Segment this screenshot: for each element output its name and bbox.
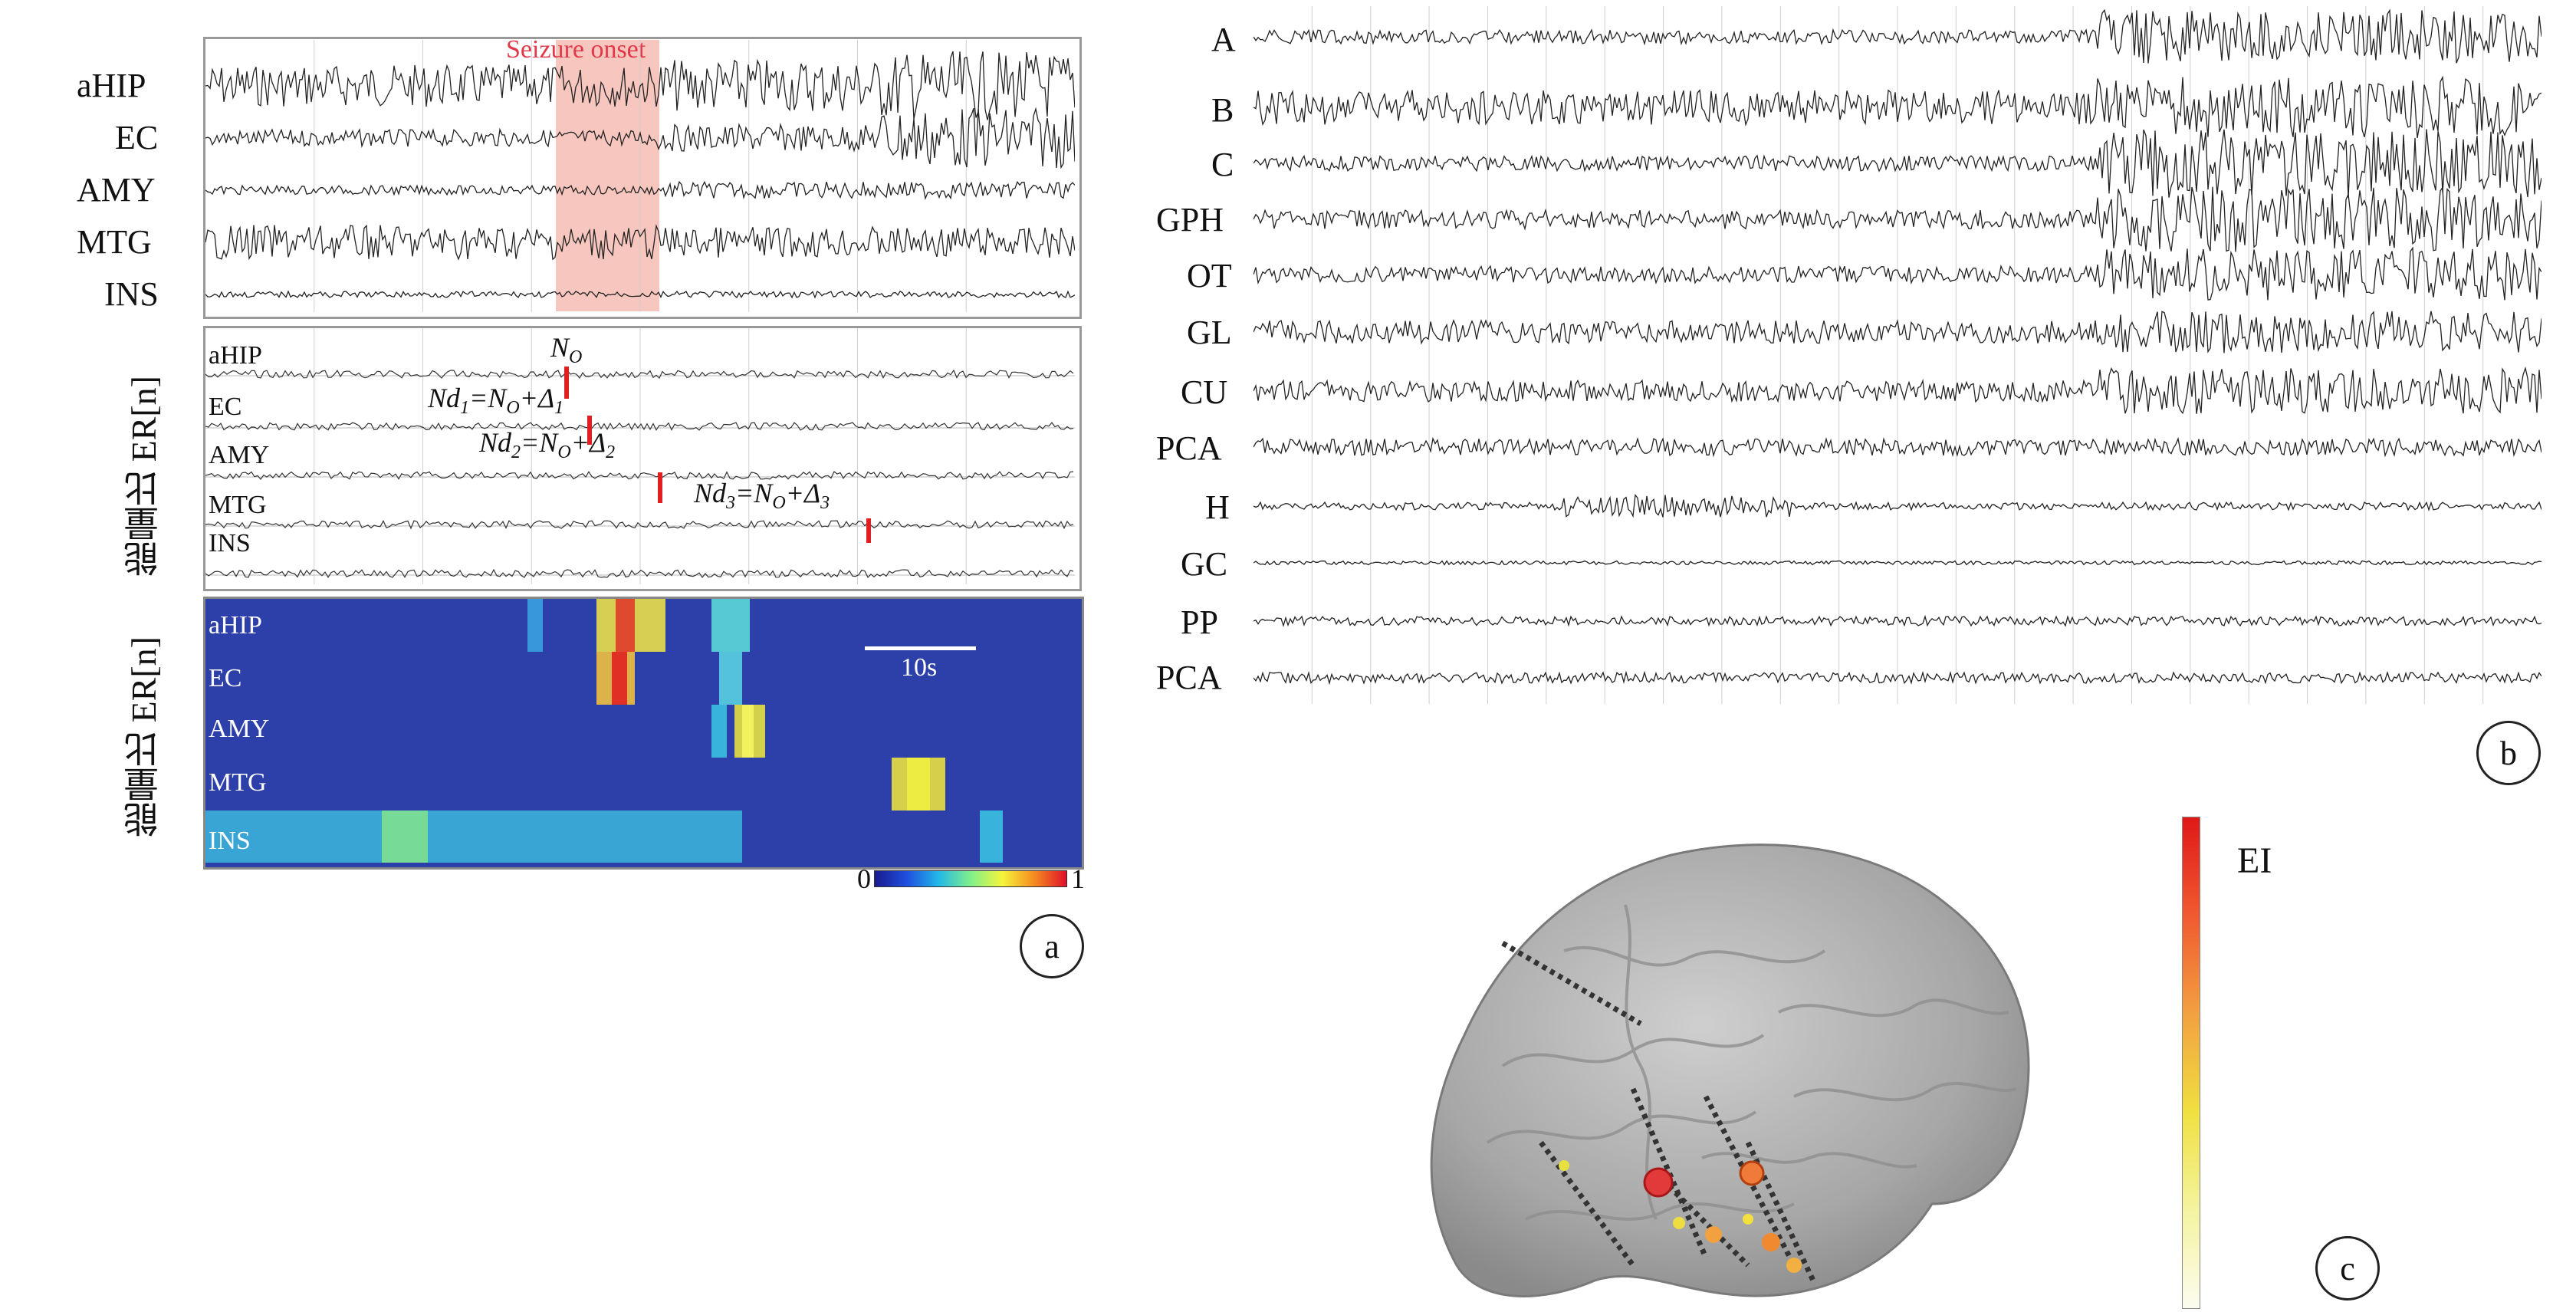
eeg-trace: [1254, 246, 2542, 301]
er-row-ahip: aHIP: [209, 341, 262, 370]
heatmap-cell: [205, 645, 612, 698]
heatmap-cell: [616, 599, 635, 652]
panel-a-heatmap-cells: [205, 599, 1003, 863]
heatmap-cell: [980, 811, 1003, 863]
channel-label-ot: OT: [1187, 257, 1232, 294]
er-axis-label: 能量比 ER[n]: [124, 376, 163, 577]
heatmap-cell: [711, 599, 750, 652]
er-onset-marker: [564, 367, 569, 399]
eeg-trace: [1254, 614, 2542, 627]
heatmap-colorbar-max: 1: [1071, 863, 1085, 894]
er-onset-marker: [866, 518, 871, 543]
eeg-trace: [1254, 366, 2542, 415]
panel-c-badge: c: [2315, 1236, 2380, 1300]
channel-label-ahip: aHIP: [77, 67, 146, 104]
er-row-mtg: MTG: [209, 491, 267, 519]
er-trace: [205, 471, 1074, 480]
heatmap-cell: [612, 652, 627, 705]
brain-rendering: [1430, 843, 2030, 1297]
seizure-onset-highlight: [556, 40, 659, 311]
annotation-nd1: Nd1=NO+Δ1: [428, 383, 564, 419]
eeg-trace: [1254, 8, 2542, 64]
er-trace: [205, 520, 1074, 530]
er-trace: [205, 369, 1074, 380]
channel-label-h: H: [1205, 488, 1230, 526]
panel-a-er-traces: [205, 328, 1075, 584]
eeg-trace: [205, 224, 1075, 261]
channel-label-gc: GC: [1181, 545, 1228, 583]
er-trace: [205, 422, 1074, 431]
panel-b-badge: b: [2476, 721, 2541, 785]
eeg-trace: [205, 290, 1075, 299]
heatmap-cell: [719, 652, 742, 705]
heatmap-axis-label: 能量比 ER[n]: [124, 636, 163, 837]
er-row-amy: AMY: [209, 441, 270, 469]
er-trace: [205, 568, 1074, 579]
heatmap-cell: [527, 599, 543, 652]
annotation-nd3: Nd3=NO+Δ3: [694, 478, 830, 514]
channel-label-pp: PP: [1181, 603, 1218, 641]
channel-label-a: A: [1211, 21, 1236, 58]
er-onset-marker: [658, 472, 662, 503]
panel-b-eeg-traces: [1254, 6, 2542, 704]
scale-bar: [865, 646, 976, 650]
heatmap-row-amy: AMY: [209, 715, 270, 743]
heatmap-colorbar-min: 0: [857, 863, 871, 894]
annotation-n0: NO: [550, 332, 583, 368]
channel-label-gl: GL: [1187, 314, 1232, 351]
eeg-trace: [1254, 75, 2542, 139]
panel-a-er-box: [203, 326, 1082, 591]
heatmap-cell: [742, 705, 754, 758]
channel-label-pca-2: PCA: [1156, 659, 1222, 696]
heatmap-row-ins: INS: [209, 827, 251, 855]
eeg-trace: [1254, 311, 2542, 353]
channel-label-pca-1: PCA: [1156, 429, 1222, 467]
ei-colorbar-label: EI: [2237, 840, 2272, 881]
eeg-trace: [1254, 560, 2542, 566]
heatmap-cell: [205, 811, 742, 863]
channel-label-mtg: MTG: [77, 223, 152, 261]
eeg-trace: [205, 107, 1075, 169]
ei-colorbar: [2182, 817, 2200, 1309]
er-onset-marker: [587, 416, 592, 445]
heatmap-row-ahip: aHIP: [209, 611, 262, 640]
eeg-trace: [205, 51, 1075, 120]
channel-label-ins: INS: [104, 275, 159, 313]
er-row-ins: INS: [209, 529, 251, 557]
heatmap-row-ec: EC: [209, 664, 242, 692]
eeg-trace: [1254, 129, 2542, 198]
panel-a-eeg-traces: [205, 40, 1075, 312]
heatmap-row-mtg: MTG: [209, 768, 267, 797]
annotation-nd2: Nd2=NO+Δ2: [479, 427, 616, 463]
heatmap-cell: [382, 811, 428, 863]
eeg-trace: [1254, 186, 2542, 252]
eeg-trace: [1254, 436, 2542, 458]
eeg-trace: [1254, 493, 2542, 518]
panel-a-badge: a: [1020, 914, 1084, 978]
channel-label-amy: AMY: [77, 171, 156, 209]
er-row-ec: EC: [209, 393, 242, 421]
channel-label-b: B: [1211, 91, 1234, 129]
heatmap-cell: [711, 705, 727, 758]
channel-label-cu: CU: [1181, 373, 1228, 411]
heatmap-colorbar: [874, 870, 1067, 887]
heatmap-cell: [907, 758, 930, 811]
channel-label-ec: EC: [115, 119, 159, 156]
seizure-onset-label: Seizure onset: [506, 35, 646, 64]
channel-label-gph: GPH: [1156, 201, 1224, 238]
channel-label-c: C: [1211, 146, 1234, 183]
eeg-trace: [205, 180, 1075, 200]
eeg-trace: [1254, 670, 2542, 686]
scale-bar-label: 10s: [901, 653, 938, 682]
